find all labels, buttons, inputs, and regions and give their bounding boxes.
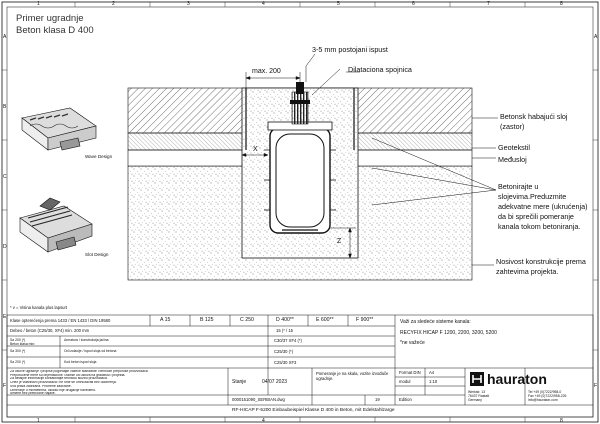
load-class-a15: A 15 <box>160 317 171 323</box>
company-mail: info@hauraton.com <box>528 398 558 402</box>
edition-label: Edition <box>399 397 412 402</box>
applies-line-3: *ne važeće <box>400 340 425 346</box>
frame-col-2: 2 <box>112 1 115 7</box>
load-class-b125: B 125 <box>200 317 214 323</box>
title-line-2: Beton klasa D 400 <box>16 25 94 36</box>
format-label: Format DIN <box>399 370 421 375</box>
company-address-3: Germany <box>468 398 482 402</box>
frame-col-4: 4 <box>262 1 265 7</box>
dim-z <box>330 227 356 259</box>
note-line: Dimenzije u milimetrima, ukoliko nije dr… <box>10 388 97 392</box>
dim-z-label: Z <box>337 238 342 245</box>
frame-col-4-bottom: 4 <box>262 418 265 424</box>
cross-section <box>127 53 498 281</box>
notes-block: Za uslove ugradnje i propise pogledajte … <box>10 370 225 396</box>
load-row3-sub: Beton klasa min: <box>10 342 36 346</box>
dim-max <box>245 72 301 90</box>
load-row3-label: Sa 200 (*) <box>10 338 26 342</box>
callout-interlayer: Međusloj <box>498 155 527 164</box>
hauraton-logo <box>470 372 484 386</box>
note-line: Za uslove ugradnje i propise pogledajte … <box>10 370 149 373</box>
format-value: A4 <box>429 370 435 375</box>
load-row5-mid: Kod beton ispod sloja <box>64 360 97 364</box>
applies-line-1: Važi za sledeće sisteme kanala: <box>400 319 471 325</box>
load-class-d400: D 400** <box>276 317 294 323</box>
company-name: hauraton <box>487 371 547 387</box>
frame-col-6: 6 <box>412 1 415 7</box>
note-line: Izmene bez prethodne najave. <box>10 392 56 396</box>
callout-geotextile: Geotekstil <box>498 143 530 152</box>
wave-design-label: Wave Design <box>85 154 113 159</box>
modul-label: modul <box>399 379 411 384</box>
company-address-1: Werkstr. 13 <box>468 390 486 394</box>
load-class-e600: E 600** <box>316 317 334 323</box>
load-row3-value: C30/37 XF4 (*) <box>274 338 302 343</box>
note-line: Crtež je vlasništvo proizvođača i ne sme… <box>10 381 117 385</box>
stand-date: 04/07 2023 <box>262 379 288 385</box>
frame-row-a: A <box>3 34 7 40</box>
callout-wear-layer: Betonsk habajući sloj (zastor) <box>500 112 568 131</box>
dim-x-label: X <box>253 146 258 153</box>
drawing-number: 0000151090_SERBIAN.dwg <box>232 397 285 402</box>
title-line-1: Primer ugradnje <box>16 13 84 24</box>
frame-col-5: 5 <box>337 1 340 7</box>
callout-subbase: Nosivost konstrukcije prema zahtevima pr… <box>496 257 586 276</box>
load-class-c250: C 250 <box>240 317 254 323</box>
frame-col-8: 8 <box>560 1 563 7</box>
callout-concrete-note: Betonirajte u slojevima.Preduzmite adekv… <box>498 182 588 231</box>
callout-expansion: Dilataciona spojnica <box>348 65 412 74</box>
load-row4-mid: Od izolacije / ispod sloja od betona <box>64 349 117 353</box>
frame-col-8-bottom: 8 <box>560 418 563 424</box>
note-line: Preporučene mere su orijentacione i zavi… <box>10 373 126 377</box>
channel-body <box>264 121 336 234</box>
load-row4-value: C25/30 (*) <box>274 349 294 354</box>
note-line: Sva prava zadržana. Promene zadržane. <box>10 384 72 388</box>
wave-design-illustration <box>21 107 97 151</box>
modul-value: 1:10 <box>429 379 438 384</box>
frame-row-d: D <box>3 244 7 250</box>
drawing-revision: 19 <box>375 397 380 402</box>
drawing-caption: RF-HICAP F-5200 Einbaubeispiel Klasse D … <box>232 408 395 413</box>
note-line: Za detaljne informacije kontaktirajte te… <box>10 377 108 381</box>
frame-col-1: 1 <box>37 1 40 7</box>
load-row2-label: Debeo / beton (C25/30, XF4) min. 200 mm <box>10 328 90 333</box>
dim-max-label: max. 200 <box>252 68 281 75</box>
applies-line-2: RECYFIX HICAP F 1200, 2200, 3200, 5200 <box>400 330 497 336</box>
frame-row-e: E <box>3 314 7 320</box>
footnote: * v = Visina kanala plus lapsurt <box>10 305 68 310</box>
load-row2-value: 15 (* / 15 <box>276 328 293 333</box>
load-row5-label: Sa 200 (*) <box>10 360 26 364</box>
company-tel: Tel +49 (0)7222/958-0 <box>528 390 562 394</box>
slot-design-illustration <box>19 197 93 253</box>
dim-x <box>241 153 269 157</box>
frame-row-f: F <box>3 383 7 389</box>
load-class-f900: F 900** <box>356 317 374 323</box>
callout-joint: 3-5 mm postojani ispust <box>312 45 388 54</box>
slot-grating <box>290 82 310 125</box>
load-row1-label: Klase opterećenja prema 1433 / EN 1433 /… <box>10 318 111 323</box>
load-row3-mid: Armatura / konstrukcija jačina <box>64 338 109 342</box>
company-fax: Fax +49 (0)7222/958-226 <box>528 394 567 398</box>
frame-col-3: 3 <box>187 1 190 7</box>
load-row4-label: Sa 300 (*) <box>10 349 26 353</box>
slot-design-label: Slot Design <box>85 252 109 257</box>
company-address-2: 76437 Rastatt <box>468 394 490 398</box>
drawing-note: Pomeranje je na skala, vozite izvođače u… <box>316 371 389 381</box>
frame-col-1-bottom: 1 <box>37 418 40 424</box>
load-row5-value: C25/30 XF3 <box>274 360 297 365</box>
frame-row-a-right: A <box>594 34 598 40</box>
title-block <box>6 314 594 418</box>
frame-row-b: B <box>3 104 7 110</box>
frame-col-7: 7 <box>487 1 490 7</box>
frame-row-f-right: F <box>594 383 598 389</box>
stand-label: Stanje <box>232 379 247 385</box>
leader-lines <box>305 53 498 266</box>
frame-row-c: C <box>3 174 7 180</box>
